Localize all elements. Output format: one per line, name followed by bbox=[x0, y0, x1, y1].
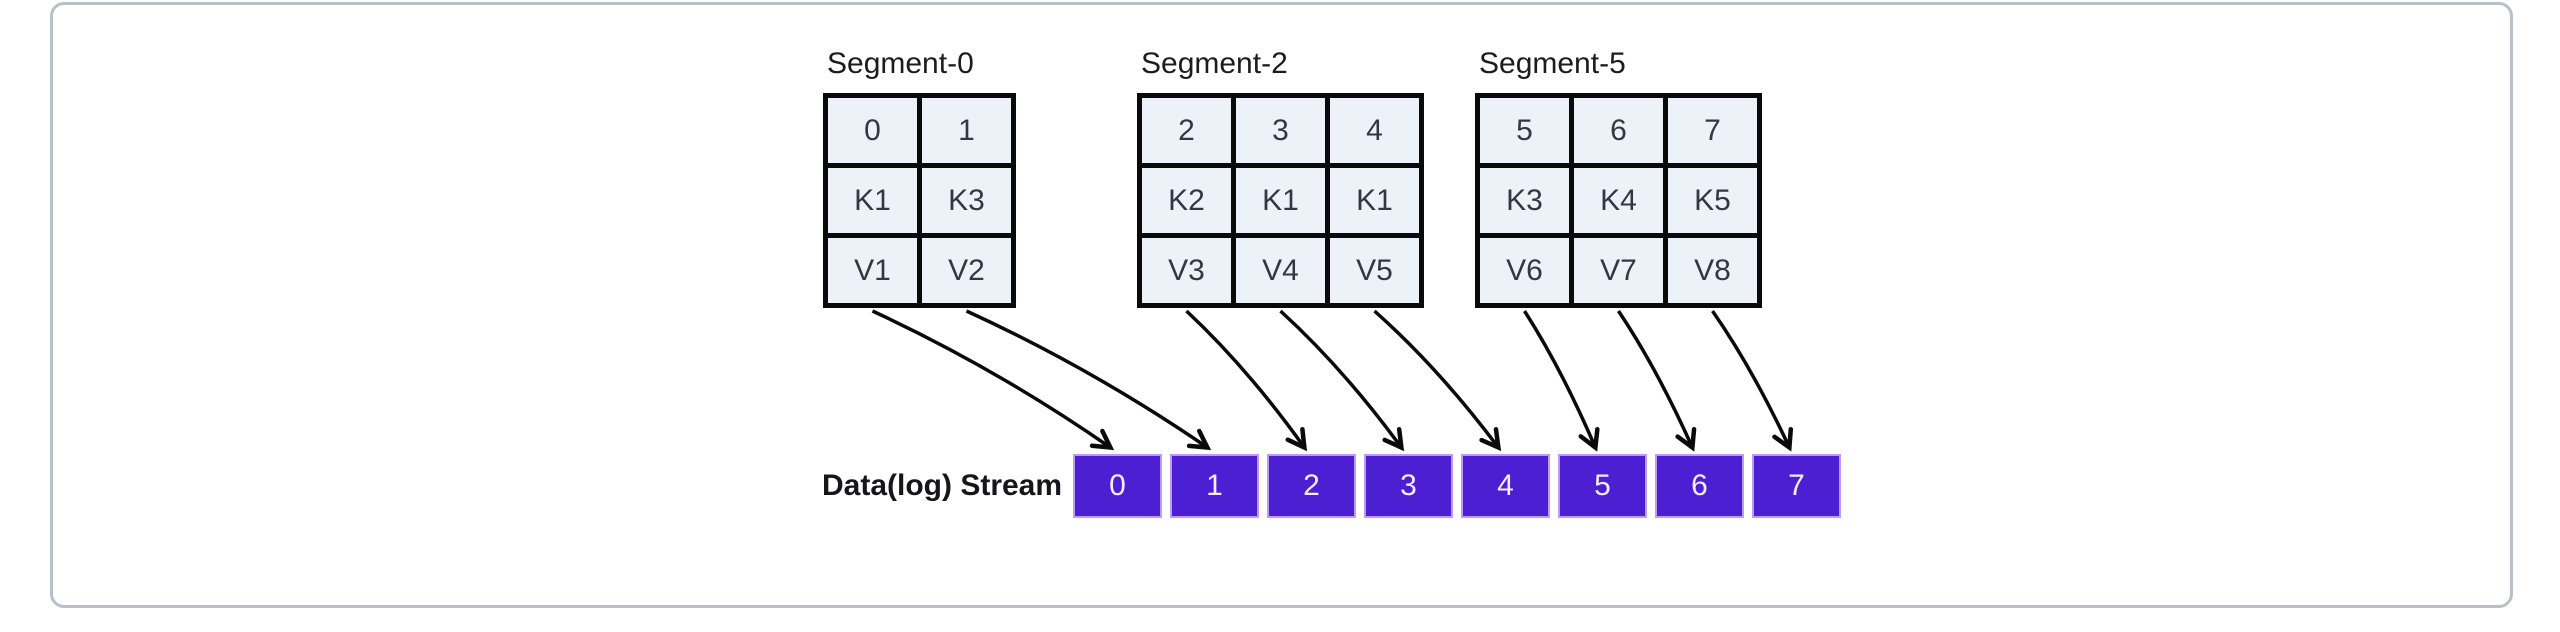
stream-slot: 1 bbox=[1170, 453, 1259, 518]
table-cell-index: 0 bbox=[828, 98, 917, 163]
table-cell-key: K3 bbox=[1480, 168, 1569, 233]
table-cell-value: V3 bbox=[1142, 238, 1231, 303]
table-cell-index: 7 bbox=[1668, 98, 1757, 163]
table-cell-key: K5 bbox=[1668, 168, 1757, 233]
stream-slot: 4 bbox=[1461, 453, 1550, 518]
stream-slot: 2 bbox=[1267, 453, 1356, 518]
table-cell-value: V2 bbox=[922, 238, 1011, 303]
table-cell-value: V7 bbox=[1574, 238, 1663, 303]
table-cell-value: V4 bbox=[1236, 238, 1325, 303]
segment-title: Segment-0 bbox=[827, 47, 974, 80]
table-cell-value: V1 bbox=[828, 238, 917, 303]
stream-slot: 5 bbox=[1558, 453, 1647, 518]
table-cell-key: K1 bbox=[828, 168, 917, 233]
stream-slot: 6 bbox=[1655, 453, 1744, 518]
table-cell-value: V6 bbox=[1480, 238, 1569, 303]
stream-slot: 3 bbox=[1364, 453, 1453, 518]
stream-label: Data(log) Stream bbox=[822, 468, 1063, 502]
table-cell-key: K4 bbox=[1574, 168, 1663, 233]
table-cell-key: K1 bbox=[1236, 168, 1325, 233]
table-cell-key: K1 bbox=[1330, 168, 1419, 233]
table-cell-index: 2 bbox=[1142, 98, 1231, 163]
table-cell-value: V8 bbox=[1668, 238, 1757, 303]
table-cell-index: 5 bbox=[1480, 98, 1569, 163]
table-cell-index: 4 bbox=[1330, 98, 1419, 163]
table-cell-value: V5 bbox=[1330, 238, 1419, 303]
table-cell-index: 3 bbox=[1236, 98, 1325, 163]
table-cell-index: 1 bbox=[922, 98, 1011, 163]
table-cell-key: K2 bbox=[1142, 168, 1231, 233]
stream-slot: 0 bbox=[1073, 453, 1162, 518]
segment-title: Segment-5 bbox=[1479, 47, 1626, 80]
table-cell-key: K3 bbox=[922, 168, 1011, 233]
segment-title: Segment-2 bbox=[1141, 47, 1288, 80]
stream-slot: 7 bbox=[1752, 453, 1841, 518]
table-cell-index: 6 bbox=[1574, 98, 1663, 163]
